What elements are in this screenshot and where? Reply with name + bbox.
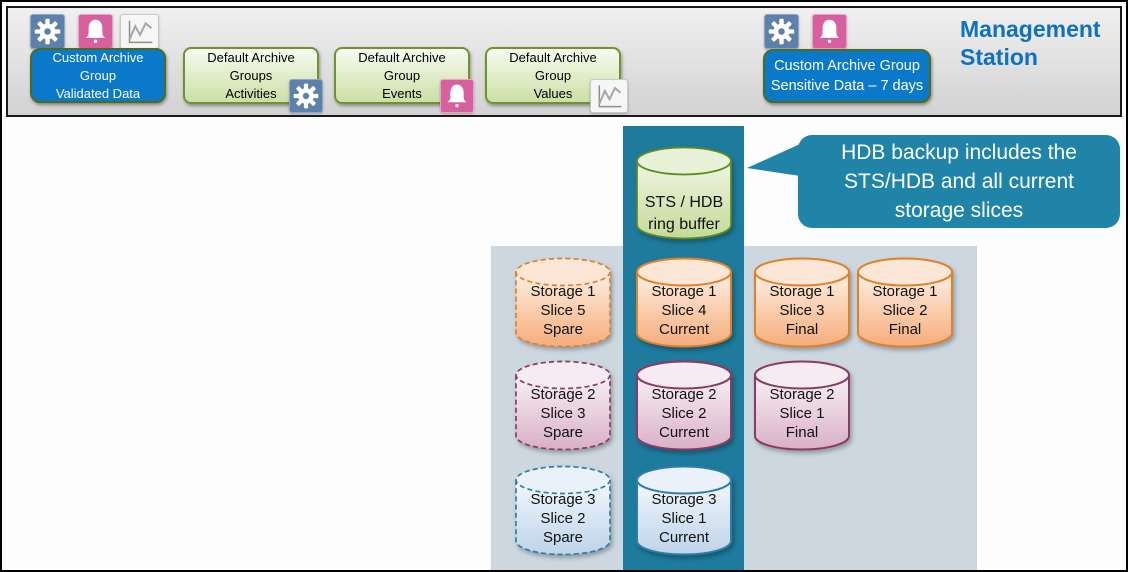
chart-icon-button[interactable] xyxy=(120,14,159,49)
callout-tail xyxy=(747,144,800,176)
button-label-line: Custom Archive Group xyxy=(774,58,920,74)
button-label-line: Custom Archive xyxy=(52,49,144,65)
cylinder-label: STS / HDB ring buffer xyxy=(644,194,724,233)
button-label-line: Group xyxy=(79,67,117,83)
title-line: Management xyxy=(960,16,1101,42)
cylinder-sts-hdb-ring-buffer: STS / HDB ring buffer xyxy=(634,145,734,242)
button-label-line: Activities xyxy=(225,85,277,101)
bell-icon-badge[interactable] xyxy=(440,79,474,113)
chart-icon xyxy=(128,19,154,44)
bell-icon xyxy=(85,19,106,44)
archive-groups-toolbar: Custom Archive Group Validated Data Defa… xyxy=(6,6,1122,117)
callout-bubble xyxy=(798,135,1120,228)
callout-line: storage slices xyxy=(894,199,1024,222)
button-label-line: Sensitive Data – 7 days xyxy=(770,78,924,94)
gear-icon xyxy=(290,79,322,113)
callout-line: HDB backup includes the xyxy=(841,141,1077,164)
page-title: Management Station xyxy=(960,15,1101,71)
custom-archive-validated-button[interactable]: Custom Archive Group Validated Data xyxy=(30,48,166,103)
gear-icon-badge[interactable] xyxy=(289,79,323,113)
gear-icon xyxy=(31,14,64,49)
bell-icon xyxy=(819,19,840,44)
custom-archive-sensitive-button[interactable]: Custom Archive Group Sensitive Data – 7 … xyxy=(763,49,931,103)
bell-icon-button[interactable] xyxy=(812,14,847,49)
button-label-line: Validated Data xyxy=(55,85,141,101)
gear-icon xyxy=(765,14,798,49)
button-label-line: Group xyxy=(383,67,421,83)
button-label-line: Default Archive xyxy=(207,49,295,65)
title-line: Station xyxy=(960,44,1038,70)
bell-icon-button[interactable] xyxy=(78,14,113,49)
gear-icon-button[interactable] xyxy=(30,14,65,49)
default-archive-activities-button[interactable]: Default Archive Groups Activities xyxy=(183,47,319,104)
button-label-line: Groups xyxy=(229,67,273,83)
chart-icon xyxy=(598,84,623,108)
button-label-line: Events xyxy=(382,85,422,101)
chart-icon-badge[interactable] xyxy=(590,79,628,113)
callout-line: STS/HDB and all current xyxy=(844,170,1074,193)
button-label-line: Default Archive xyxy=(509,49,597,65)
gear-icon-button[interactable] xyxy=(764,14,799,49)
button-label-line: Values xyxy=(533,85,573,101)
button-label-line: Group xyxy=(534,67,572,83)
callout-text: HDB backup includes the STS/HDB and all … xyxy=(798,135,1120,228)
bell-icon xyxy=(447,84,467,108)
button-label-line: Default Archive xyxy=(358,49,446,65)
